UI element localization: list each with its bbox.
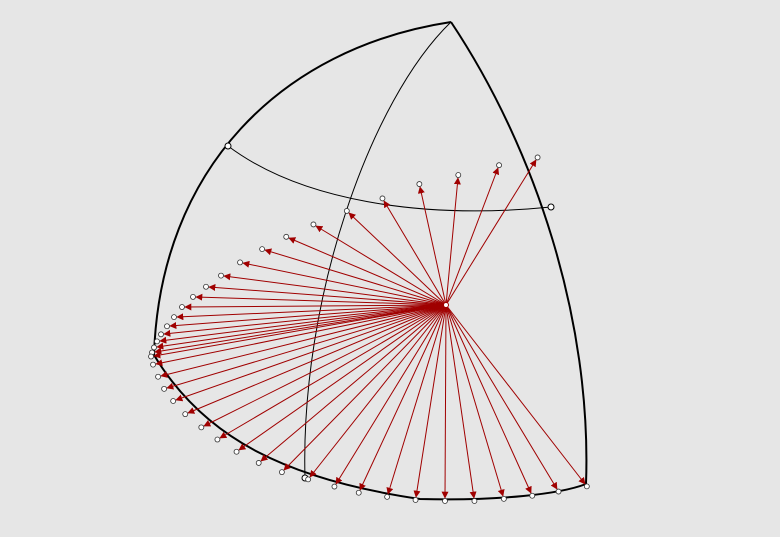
radial-arrow: [176, 304, 447, 321]
radial-arrow: [175, 304, 447, 402]
radial-arrow: [348, 212, 447, 306]
arrow-tip-marker: [164, 323, 170, 330]
arrow-tip-marker: [259, 246, 266, 253]
arrow-tip-marker: [471, 498, 478, 504]
arrow-tip-marker: [255, 460, 262, 466]
arrow-tip-marker: [151, 344, 157, 351]
radial-arrow: [195, 293, 447, 306]
radial-arrow: [445, 304, 558, 490]
radial-arrow: [335, 304, 447, 485]
left-mid-marker: [224, 142, 232, 150]
radial-arrows: [148, 154, 590, 504]
arrow-tip-marker: [412, 497, 419, 503]
arrow-tip-marker: [154, 338, 160, 345]
radial-arrow: [445, 159, 537, 306]
radial-arrow: [163, 304, 447, 337]
arrow-tip-marker: [278, 469, 285, 476]
radial-arrow: [187, 304, 447, 414]
arrow-tip-marker: [384, 493, 391, 500]
radial-arrow: [445, 304, 586, 485]
arrow-tip-marker: [233, 448, 240, 455]
arrow-tip-marker: [179, 304, 185, 310]
radial-arrow: [208, 283, 447, 306]
arrow-tip-marker: [214, 436, 221, 443]
arrow-tip-marker: [155, 373, 161, 380]
radial-arrow: [288, 237, 447, 306]
arrow-tip-marker: [496, 162, 502, 169]
arrow-tip-marker: [190, 294, 196, 300]
arrow-tip-marker: [500, 495, 507, 502]
radial-arrow: [445, 304, 505, 497]
radial-arrow: [238, 304, 447, 451]
arrow-tip-marker: [343, 208, 350, 214]
arrow-tip-marker: [310, 221, 317, 228]
radial-arrow: [441, 304, 449, 499]
radial-arrow: [156, 304, 447, 350]
radial-arrow: [445, 304, 477, 499]
radial-arrow: [309, 304, 447, 478]
arrow-tip-marker: [529, 492, 536, 499]
arrow-tip-marker: [379, 195, 386, 202]
arrow-tip-marker: [218, 272, 224, 279]
radial-arrow: [159, 304, 447, 344]
radial-arrow: [203, 304, 447, 427]
radial-arrow: [417, 186, 447, 306]
right-edge: [450, 21, 588, 485]
arrow-tip-marker: [416, 181, 423, 187]
arrow-tip-marker: [182, 411, 189, 418]
arrow-tip-marker: [331, 483, 338, 490]
radial-arrow: [223, 273, 447, 306]
arrow-tip-marker: [171, 314, 177, 321]
arrow-tip-marker: [283, 233, 290, 240]
triangle-outline: [153, 21, 588, 501]
radial-arrow: [283, 304, 447, 471]
radial-arrow: [219, 304, 447, 439]
radial-arrow: [169, 304, 447, 330]
arrow-tip-marker: [305, 476, 312, 483]
radial-arrow: [166, 304, 447, 390]
midline-arc: [227, 145, 552, 212]
arrow-tip-marker: [455, 172, 462, 178]
radial-arrow: [155, 304, 447, 367]
radial-arrow: [386, 304, 447, 495]
radial-arrow: [184, 303, 447, 311]
arrow-tip-marker: [237, 259, 243, 266]
left-edge: [153, 21, 452, 356]
radial-arrow: [242, 260, 447, 306]
radial-arrow: [445, 167, 500, 306]
arrow-tip-marker: [355, 489, 362, 496]
radial-arrow: [359, 304, 447, 491]
arrow-tip-marker: [583, 483, 590, 490]
radial-arrow: [260, 304, 447, 462]
center-point: [443, 302, 449, 308]
arrow-tip-marker: [170, 398, 177, 404]
arrow-tip-marker: [203, 283, 209, 290]
radial-arrow: [383, 200, 447, 306]
bottom-edge: [153, 354, 587, 501]
arrow-tip-marker: [158, 331, 164, 338]
radial-arrow: [445, 177, 461, 306]
arrow-tip-marker: [150, 361, 156, 368]
radial-arrow: [413, 304, 447, 498]
arrow-tip-marker: [198, 424, 205, 431]
radial-arrow: [315, 225, 447, 306]
radial-arrow: [445, 304, 532, 494]
interior-arcs: [227, 21, 552, 479]
arrow-tip-marker: [534, 154, 541, 161]
radial-arrow: [153, 304, 447, 359]
arrow-tip-marker: [148, 353, 154, 360]
radial-arrow: [154, 304, 447, 355]
radial-arrow: [264, 248, 447, 306]
median-arc: [304, 21, 452, 479]
arrow-tip-marker: [161, 385, 168, 392]
right-mid-marker: [547, 203, 555, 211]
radial-arrow: [160, 304, 447, 378]
arrow-tip-marker: [442, 498, 448, 504]
arrow-tip-marker: [555, 488, 562, 495]
